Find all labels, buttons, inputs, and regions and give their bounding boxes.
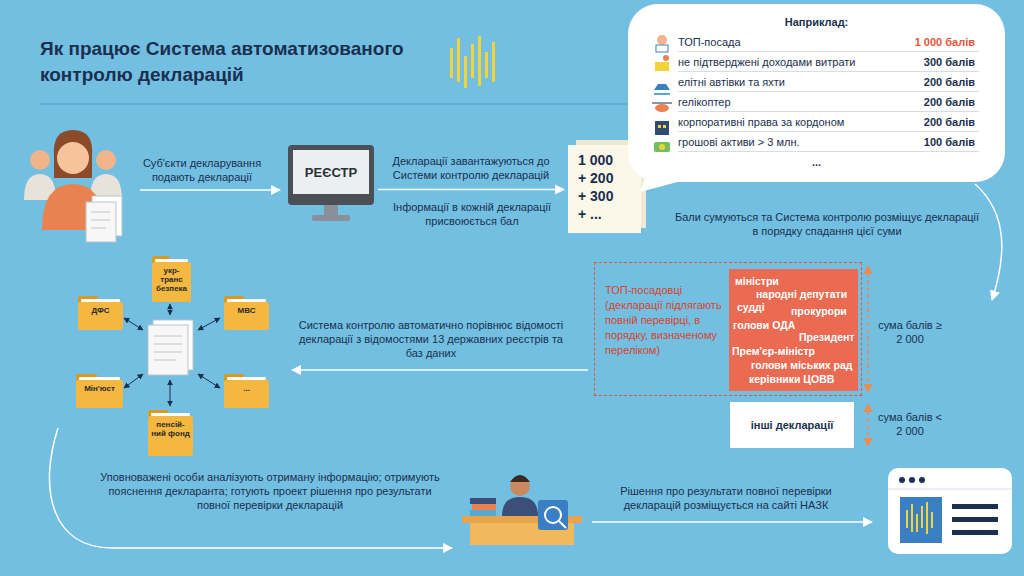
- annotation-text: Уповноважені особи аналізують отриману і…: [95, 470, 445, 512]
- node-text: інші декларації: [751, 419, 834, 431]
- other-declarations-box: інші декларації: [730, 402, 854, 448]
- top-officials-region: ТОП-посадовці (декларації підлягають пов…: [594, 262, 862, 396]
- node-text: ...: [628, 154, 1005, 170]
- node-text: міністри: [735, 275, 779, 288]
- callout-icons: [628, 4, 1005, 182]
- registry-folder: Мін'юст: [76, 374, 123, 408]
- flow-arrow: [140, 189, 280, 191]
- flow-curve: [49, 428, 452, 548]
- logo-bars: [450, 36, 495, 88]
- folder-label: укр- транс безпека: [152, 266, 191, 293]
- flow-arrow: [292, 369, 588, 371]
- registry-folder: пенсій- ний фонд: [148, 410, 193, 456]
- monitor-shape: [288, 145, 374, 227]
- officials-box: міністринародні депутатисуддіпрокурориго…: [729, 269, 858, 391]
- node-text: Наприклад:: [628, 14, 1005, 30]
- folder-label: МВС: [224, 306, 269, 315]
- folder-label: Мін'юст: [76, 384, 123, 393]
- annotation-text: Рішення про результати повної перевірки …: [598, 484, 854, 512]
- node-text: ТОП-посадовці (декларації підлягають пов…: [605, 283, 723, 358]
- registry-monitor: РЕЄСТР: [288, 145, 374, 227]
- node-text: прокурори: [791, 305, 847, 318]
- node-text: 300 балів: [920, 54, 975, 70]
- node-text: 1 000 балів: [911, 34, 975, 50]
- node-text: 200 балів: [920, 114, 975, 130]
- registry-folder: ДФС: [78, 296, 123, 330]
- annotation-text: Інформації в кожній декларації присвоюєт…: [382, 200, 562, 228]
- range-arrow: [867, 266, 869, 392]
- node-text: РЕЄСТР: [293, 150, 369, 194]
- folder-label: ДФС: [78, 306, 123, 315]
- annotation-text: сума балів ≥ 2 000: [876, 318, 944, 346]
- connector-arrow: [378, 189, 564, 191]
- registry-folder: укр- транс безпека: [152, 256, 191, 302]
- folder-label: пенсій- ний фонд: [148, 420, 193, 438]
- node-text: + 200: [578, 169, 641, 187]
- node-text: 200 балів: [920, 74, 975, 90]
- range-arrow: [867, 404, 869, 446]
- website-icon: [888, 468, 1012, 554]
- node-text: народні депутати: [756, 288, 847, 301]
- header-rule: [40, 103, 630, 105]
- annotation-text: сума балів < 2 000: [876, 410, 944, 438]
- title-text: Як працює Система автоматизованого контр…: [40, 36, 450, 88]
- node-text: 100 балів: [920, 134, 975, 150]
- node-text: 200 балів: [920, 94, 975, 110]
- node-text: Прем'єр-міністр: [732, 345, 815, 358]
- officer-icon: [462, 475, 582, 545]
- node-text: + 300: [578, 187, 641, 205]
- annotation-text: Система контролю автоматично порівнює ві…: [298, 318, 564, 360]
- annotation-text: Бали сумуються та Система контролю розмі…: [672, 210, 982, 238]
- node-text: Президент: [799, 331, 854, 344]
- document-icon: [148, 320, 193, 375]
- annotation-text: Суб'єкти декларування подають декларації: [130, 156, 274, 184]
- registry-folder: МВС: [224, 296, 269, 330]
- folder-label: ...: [224, 384, 269, 393]
- registry-folder: ...: [224, 374, 269, 408]
- people-icon: [24, 130, 122, 242]
- node-text: + ...: [578, 205, 641, 223]
- flow-curve: [975, 184, 1002, 300]
- node-text: голови міських рад: [751, 359, 853, 372]
- node-text: голови ОДА: [733, 319, 795, 332]
- exchange-arrows: [124, 304, 220, 406]
- flow-arrow: [592, 521, 872, 523]
- node-text: судді: [737, 301, 765, 314]
- example-callout: Наприклад:ТОП-посада1 000 балівне підтве…: [628, 4, 1005, 182]
- node-text: керівники ЦОВВ: [749, 373, 834, 386]
- edge-label: Декларації завантажуються до Системи кон…: [383, 154, 559, 182]
